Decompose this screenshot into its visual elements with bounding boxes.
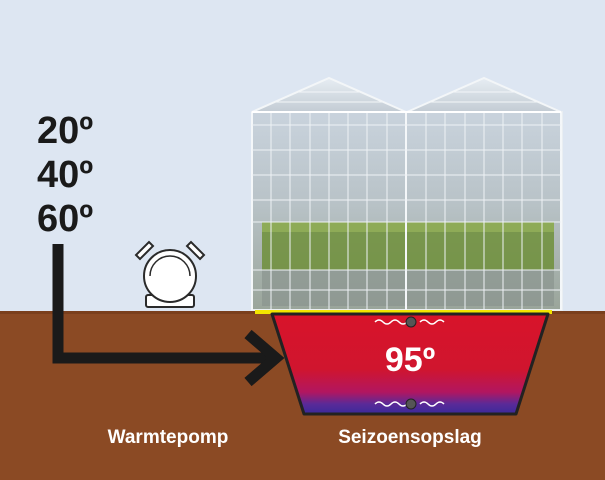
heat-pump-label: Warmtepomp [108,427,229,448]
temperature-label-40: 40º [37,154,93,196]
seasonal-storage-tank [270,312,550,416]
temperature-label-60: 60º [37,198,93,240]
arrow-right-icon [52,244,285,387]
top-diffuser-icon [374,316,445,328]
temperature-label-20: 20º [37,110,93,152]
seasonal-storage-label: Seizoensopslag [338,427,482,448]
storage-temperature-label: 95º [385,341,435,379]
bottom-diffuser-icon [374,398,445,410]
heat-pump-icon [134,240,206,308]
greenhouse-icon [251,76,563,311]
